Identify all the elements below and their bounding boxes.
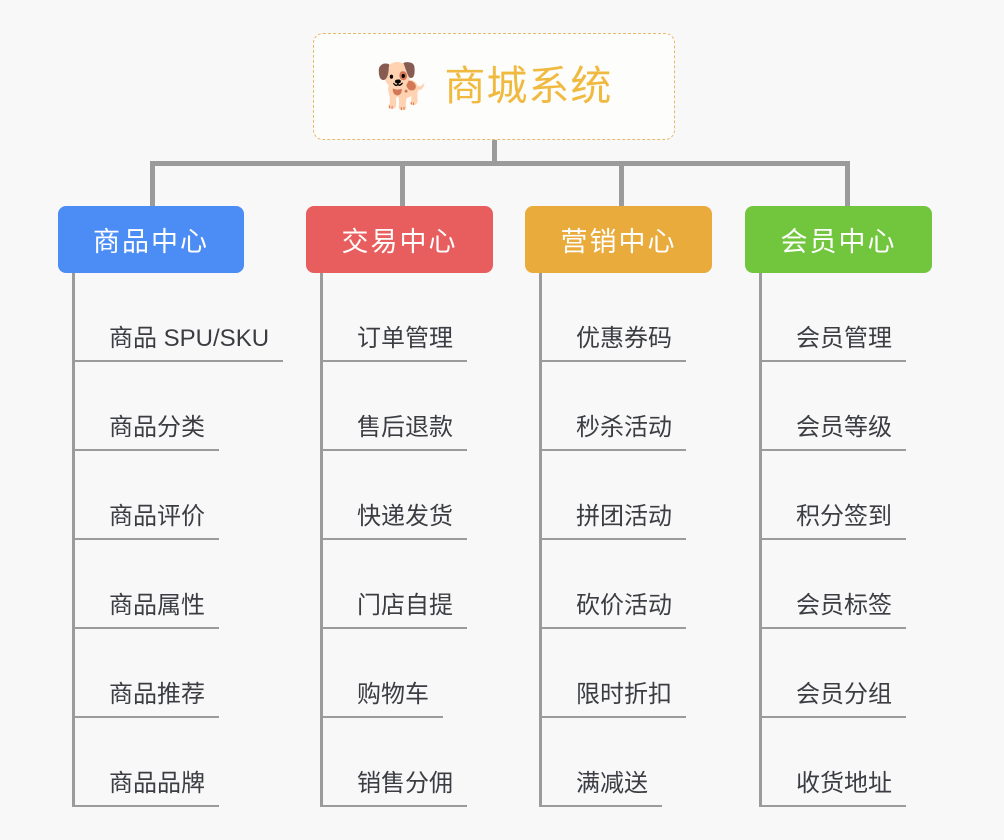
list-item-label: 限时折扣 [576,681,672,708]
list-item-label: 商品推荐 [109,681,205,708]
list-item[interactable]: 收货地址 [762,718,906,807]
list-item-label: 砍价活动 [576,592,672,619]
list-item-label: 门店自提 [357,592,453,619]
list-item-label: 秒杀活动 [576,414,672,441]
list-item[interactable]: 会员分组 [762,629,906,718]
connector-drop-branch-2 [400,161,405,207]
branch-column-trade-center: 交易中心 订单管理 售后退款 快递发货 门店自提 购物车 销售分佣 [306,206,493,807]
list-item[interactable]: 购物车 [323,629,443,718]
branch-header-product-center[interactable]: 商品中心 [58,206,244,273]
list-item-label: 会员标签 [796,592,892,619]
root-title: 商城系统 [444,63,613,109]
shiba-dog-icon: 🐕 [375,61,431,111]
branch-column-marketing-center: 营销中心 优惠券码 秒杀活动 拼团活动 砍价活动 限时折扣 满减送 [525,206,712,807]
branch-items-trade-center: 订单管理 售后退款 快递发货 门店自提 购物车 销售分佣 [320,273,493,807]
list-item-label: 会员等级 [796,414,892,441]
connector-drop-branch-1 [150,161,155,207]
list-item[interactable]: 门店自提 [323,540,467,629]
list-item-label: 售后退款 [357,414,453,441]
list-item[interactable]: 秒杀活动 [542,362,686,451]
list-item[interactable]: 快递发货 [323,451,467,540]
list-item[interactable]: 商品属性 [75,540,219,629]
connector-horizontal-bus [150,161,850,166]
list-item-label: 购物车 [357,681,429,708]
list-item[interactable]: 限时折扣 [542,629,686,718]
branch-items-marketing-center: 优惠券码 秒杀活动 拼团活动 砍价活动 限时折扣 满减送 [539,273,712,807]
list-item-label: 快递发货 [357,503,453,530]
list-item[interactable]: 砍价活动 [542,540,686,629]
list-item[interactable]: 售后退款 [323,362,467,451]
branch-header-trade-center[interactable]: 交易中心 [306,206,493,273]
list-item-label: 拼团活动 [576,503,672,530]
list-item-label: 订单管理 [357,325,453,352]
list-item[interactable]: 会员标签 [762,540,906,629]
branch-header-member-center[interactable]: 会员中心 [745,206,932,273]
list-item-label: 商品评价 [109,503,205,530]
list-item-label: 会员管理 [796,325,892,352]
list-item[interactable]: 商品推荐 [75,629,219,718]
list-item-label: 收货地址 [796,770,892,797]
list-item[interactable]: 销售分佣 [323,718,467,807]
list-item-label: 商品品牌 [109,770,205,797]
branch-column-member-center: 会员中心 会员管理 会员等级 积分签到 会员标签 会员分组 收货地址 [745,206,932,807]
list-item[interactable]: 商品品牌 [75,718,219,807]
list-item-label: 商品 SPU/SKU [109,325,270,352]
list-item[interactable]: 优惠券码 [542,273,686,362]
root-node[interactable]: 🐕 商城系统 [313,33,675,140]
list-item[interactable]: 会员等级 [762,362,906,451]
connector-drop-branch-3 [619,161,624,207]
list-item-label: 优惠券码 [576,325,672,352]
list-item-label: 商品属性 [109,592,205,619]
list-item[interactable]: 商品 SPU/SKU [75,273,284,362]
connector-drop-branch-4 [845,161,850,207]
list-item[interactable]: 满减送 [542,718,662,807]
list-item[interactable]: 会员管理 [762,273,906,362]
branch-items-product-center: 商品 SPU/SKU 商品分类 商品评价 商品属性 商品推荐 商品品牌 [72,273,284,807]
branch-column-product-center: 商品中心 商品 SPU/SKU 商品分类 商品评价 商品属性 商品推荐 商品品牌 [58,206,284,807]
list-item[interactable]: 订单管理 [323,273,467,362]
branch-header-marketing-center[interactable]: 营销中心 [525,206,712,273]
branch-items-member-center: 会员管理 会员等级 积分签到 会员标签 会员分组 收货地址 [759,273,932,807]
list-item[interactable]: 商品分类 [75,362,219,451]
list-item-label: 销售分佣 [357,770,453,797]
list-item-label: 积分签到 [796,503,892,530]
list-item[interactable]: 积分签到 [762,451,906,540]
connector-root-stem [492,140,497,165]
list-item[interactable]: 商品评价 [75,451,219,540]
list-item-label: 满减送 [576,770,648,797]
list-item-label: 商品分类 [109,414,205,441]
list-item[interactable]: 拼团活动 [542,451,686,540]
list-item-label: 会员分组 [796,681,892,708]
